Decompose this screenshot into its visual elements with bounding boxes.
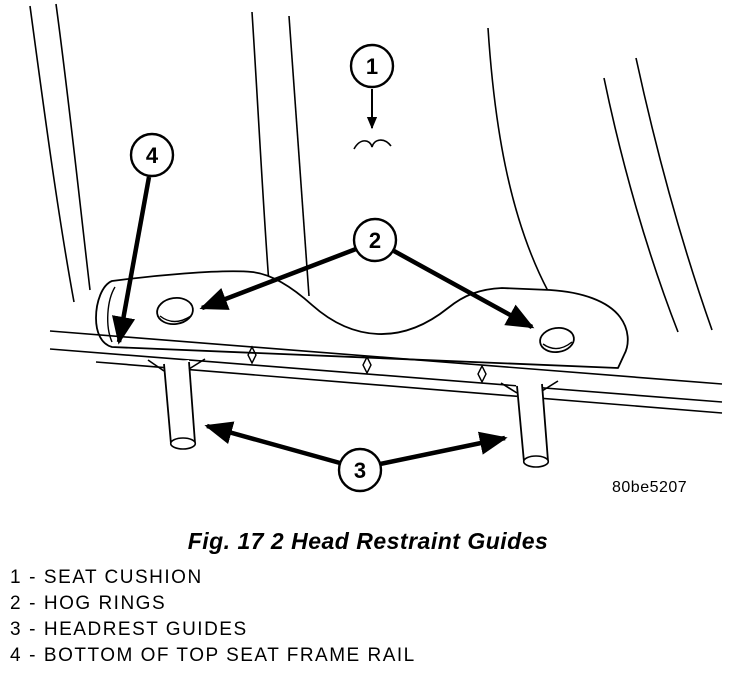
guide-left-flare-b: [188, 358, 206, 370]
bracket-left-end-fold: [107, 286, 116, 343]
hog-ring-hole-left: [156, 296, 194, 326]
guide-left-side-b: [188, 361, 196, 444]
legend-separator: -: [29, 593, 37, 614]
legend-item-1-number: 1: [10, 567, 23, 588]
guide-left-body-mask: [163, 360, 196, 446]
callout-1-number: 1: [366, 54, 378, 79]
figure-caption: Fig. 17 2 Head Restraint Guides: [187, 528, 549, 554]
guide-right-bottom-cap: [522, 455, 550, 468]
figure-reference-code: 80be5207: [612, 479, 687, 496]
callout-badges: 1 2 3 4: [129, 43, 398, 493]
legend-item-2: 2-HOG RINGS: [10, 591, 736, 617]
guide-left-flare-a: [147, 359, 165, 372]
callout-2-badge: 2: [352, 217, 398, 263]
seat-contour-right-inner: [487, 27, 549, 292]
callout-legend: 1-SEAT CUSHION 2-HOG RINGS 3-HEADREST GU…: [0, 565, 736, 669]
legend-item-3: 3-HEADREST GUIDES: [10, 617, 736, 643]
seat-contour-right-outer: [635, 57, 713, 331]
callout-3-arrow-right: [379, 431, 508, 467]
rail-line-top: [49, 330, 723, 385]
callout-1-badge: 1: [349, 43, 395, 89]
guide-right-side-a: [516, 385, 525, 463]
callout-4-circle: [129, 132, 175, 178]
callout-2-circle: [352, 217, 398, 263]
callout-3-circle: [337, 447, 383, 493]
guide-right-side-b: [541, 383, 549, 462]
seat-contour-right-mid: [603, 77, 679, 333]
hole-right-depth-line: [542, 341, 573, 350]
rail-alignment-diamonds: [247, 345, 487, 384]
callout-1-circle: [349, 43, 395, 89]
guide-right-flare-b: [541, 380, 559, 392]
legend-item-1-label: SEAT CUSHION: [43, 567, 203, 588]
diamond-right: [477, 364, 487, 384]
legend-item-1: 1-SEAT CUSHION: [10, 565, 736, 591]
guide-right-body-mask: [516, 382, 549, 464]
rail-line-middle: [49, 348, 723, 403]
technical-drawing: 1 2 3 4 80be5207: [29, 3, 723, 496]
seat-contour-left-inner: [55, 3, 91, 291]
hole-left-depth-line: [159, 315, 192, 323]
callout-arrows: [111, 89, 535, 467]
legend-separator: -: [29, 567, 37, 588]
headrest-guide-left: [147, 358, 206, 450]
seat-back-contours: [29, 3, 713, 333]
legend-separator: -: [29, 619, 37, 640]
legend-item-4-label: BOTTOM OF TOP SEAT FRAME RAIL: [43, 645, 416, 666]
callout-3-arrow-left: [204, 421, 341, 466]
legend-item-2-number: 2: [10, 593, 23, 614]
legend-item-4: 4-BOTTOM OF TOP SEAT FRAME RAIL: [10, 643, 736, 669]
callout-2-arrow-left: [199, 246, 357, 311]
seat-contour-left-outer: [29, 5, 75, 303]
legend-separator: -: [29, 645, 37, 666]
callout-4-badge: 4: [129, 132, 175, 178]
rail-line-bottom: [95, 361, 723, 414]
headrest-guide-right: [500, 380, 559, 468]
legend-item-4-number: 4: [10, 645, 23, 666]
diamond-center: [362, 355, 372, 375]
legend-item-3-label: HEADREST GUIDES: [43, 619, 248, 640]
callout-2-number: 2: [369, 228, 381, 253]
callout-3-number: 3: [354, 458, 366, 483]
hole-left-rim: [156, 296, 194, 326]
seat-contour-center-left: [251, 11, 270, 285]
legend-item-3-number: 3: [10, 619, 23, 640]
legend-item-2-label: HOG RINGS: [43, 593, 167, 614]
diamond-left: [247, 345, 257, 365]
guide-right-flare-a: [500, 382, 518, 394]
technical-illustration: 1 2 3 4 80be5207: [29, 3, 723, 496]
callout-4-arrow: [111, 176, 152, 345]
guide-left-side-a: [163, 363, 172, 445]
hog-ring-hole-right: [539, 326, 575, 354]
callout-4-number: 4: [146, 143, 159, 168]
seat-cushion-mark: [353, 139, 392, 150]
guide-left-bottom-cap: [169, 437, 197, 450]
seat-contour-center-right: [288, 15, 310, 297]
frame-rail-lines: [49, 330, 723, 414]
callout-3-badge: 3: [337, 447, 383, 493]
callout-2-arrow-right: [392, 249, 535, 329]
